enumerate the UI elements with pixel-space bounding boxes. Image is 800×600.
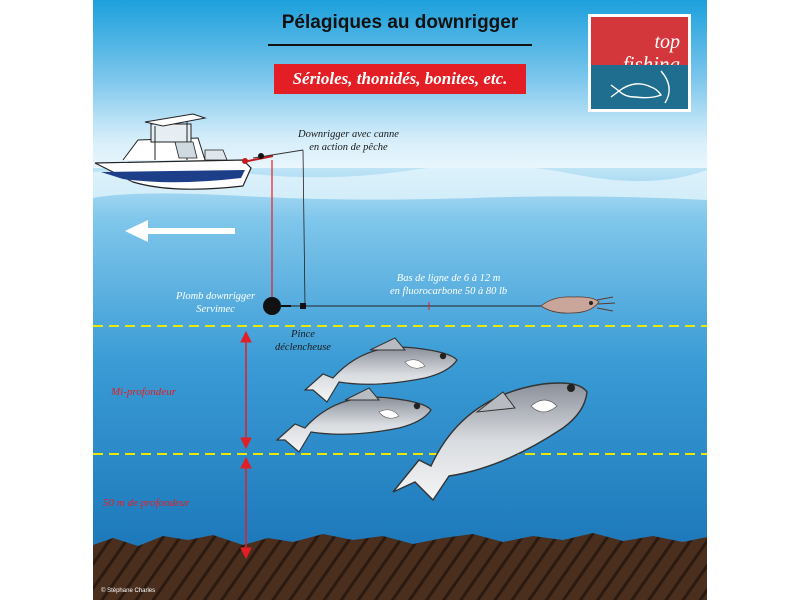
logo-bottom-band bbox=[591, 65, 688, 109]
sea bbox=[93, 168, 707, 600]
lure-squid-icon bbox=[540, 296, 616, 314]
fish-icon bbox=[392, 382, 588, 502]
weight-label-line1: Plomb downrigger bbox=[176, 291, 256, 302]
release-clip-label: Pince déclencheuse bbox=[275, 328, 331, 354]
title-divider bbox=[268, 44, 532, 46]
release-clip-label-line1: Pince bbox=[291, 329, 315, 340]
copyright-credit: © Stéphane Charles bbox=[101, 588, 156, 594]
total-depth-label: 50 m de profondeur bbox=[103, 497, 190, 509]
logo-top-band: top fishing bbox=[591, 17, 688, 76]
downrigger-label: Downrigger avec canne en action de pêche bbox=[298, 128, 399, 154]
downrigger-weight-icon bbox=[263, 297, 306, 315]
leader-label-line2: en fluorocarbone 50 à 80 lb bbox=[390, 286, 508, 297]
fish-icon bbox=[303, 337, 458, 403]
release-clip-label-line2: déclencheuse bbox=[275, 342, 331, 353]
total-depth-arrow bbox=[240, 456, 252, 560]
fishing-line bbox=[302, 149, 306, 307]
subtitle-banner: Sérioles, thonidés, bonites, etc. bbox=[274, 64, 526, 94]
page-title: Pélagiques au downrigger bbox=[281, 12, 519, 33]
release-clip-icon bbox=[300, 303, 306, 309]
mid-depth-label: Mi-profondeur bbox=[111, 386, 176, 398]
mid-depth-arrow bbox=[240, 330, 252, 450]
direction-arrow-icon bbox=[125, 220, 235, 242]
diagram-canvas: Pélagiques au downrigger Sérioles, thoni… bbox=[93, 0, 707, 600]
downrigger-label-line1: Downrigger avec canne bbox=[298, 129, 399, 140]
weight-label: Plomb downrigger Servimec bbox=[176, 290, 255, 316]
downrigger-label-line2: en action de pêche bbox=[309, 142, 388, 153]
seabed bbox=[93, 533, 707, 600]
logo-word-top: top bbox=[654, 31, 680, 53]
weight-label-line2: Servimec bbox=[196, 304, 235, 315]
fish-icon bbox=[275, 387, 432, 453]
leader-label-line1: Bas de ligne de 6 à 12 m bbox=[396, 273, 501, 284]
boat-icon bbox=[94, 113, 304, 190]
leader-label: Bas de ligne de 6 à 12 m en fluorocarbon… bbox=[390, 272, 507, 298]
brand-logo: top fishing bbox=[588, 14, 691, 112]
logo-fish-icon bbox=[610, 70, 670, 104]
